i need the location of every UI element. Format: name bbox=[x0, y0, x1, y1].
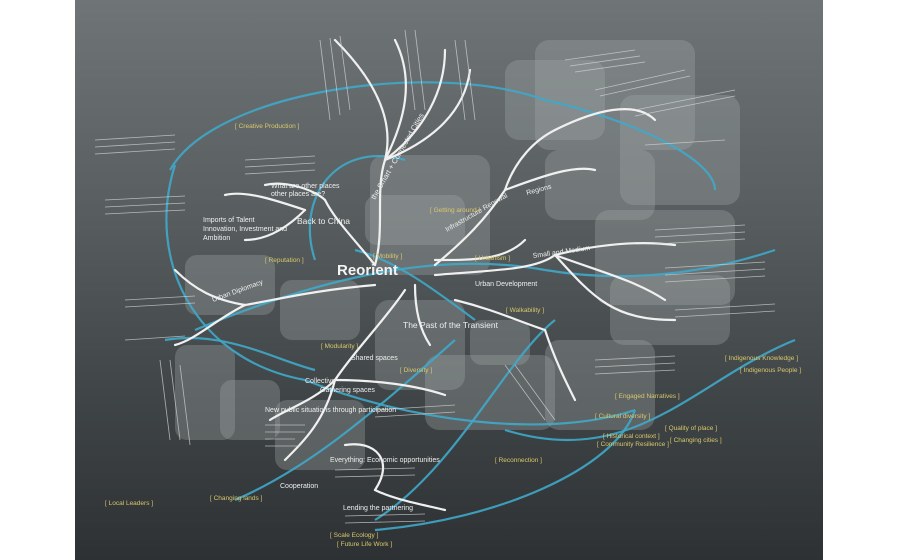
branch-label-china: Back to China bbox=[297, 216, 350, 226]
branch-label-gathering: Gathering spaces bbox=[320, 387, 375, 394]
tag-14: [ Scale Ecology ] bbox=[330, 532, 379, 539]
tag-6: [ Modularity ] bbox=[321, 343, 358, 350]
annotation-strokes bbox=[94, 29, 776, 524]
tag-3: [ Mobility ] bbox=[373, 253, 402, 260]
tag-1: [ Getting around ] bbox=[430, 207, 480, 214]
tag-2: [ Reputation ] bbox=[265, 257, 304, 264]
tag-13: [ Reconnection ] bbox=[495, 457, 542, 464]
branch-label-urban: Urban Development bbox=[475, 281, 537, 288]
tag-7: [ Indigenous Knowledge ] bbox=[725, 355, 798, 362]
branch-label-everyday: Everything: Economic opportunities bbox=[330, 457, 440, 464]
tag-10: [ Cultural diversity ] bbox=[595, 413, 650, 420]
tag-19: [ Quality of place ] bbox=[665, 425, 717, 432]
tag-16: [ Community Resilience ] bbox=[597, 441, 669, 448]
tag-17: [ Local Leaders ] bbox=[105, 500, 153, 507]
tag-15: [ Future Life Work ] bbox=[337, 541, 392, 548]
branch-lines bbox=[173, 38, 677, 512]
branch-label-fast: The Past of the Transient bbox=[403, 320, 499, 330]
tag-8: [ Diversity ] bbox=[400, 367, 432, 374]
branch-label-shared: Shared spaces bbox=[351, 355, 398, 362]
branch-label-other-2: other places are? bbox=[271, 191, 325, 198]
mind-map-svg: Reorient Back to China the Smart + Conne… bbox=[94, 29, 801, 548]
tag-18: [ Indigenous People ] bbox=[740, 367, 801, 374]
central-topic: Reorient bbox=[337, 262, 398, 279]
branch-label-other-1: What are other places bbox=[271, 183, 340, 190]
branch-label-imports-3: Ambition bbox=[203, 235, 230, 242]
branch-label-collective: Collective bbox=[305, 378, 335, 385]
tag-9: [ Engaged Narratives ] bbox=[615, 393, 680, 400]
tag-11: [ Historical context ] bbox=[603, 433, 660, 440]
tag-0: [ Creative Production ] bbox=[235, 123, 300, 130]
branch-label-lending: Lending the partnering bbox=[343, 505, 413, 512]
mind-map-canvas: Reorient Back to China the Smart + Conne… bbox=[75, 0, 823, 560]
branch-label-imports-1: Imports of Talent bbox=[203, 217, 255, 224]
tag-5: [ Walkability ] bbox=[506, 307, 544, 314]
branch-label-new: New public situations through participat… bbox=[265, 407, 396, 414]
tag-20: [ Changing cities ] bbox=[670, 437, 722, 444]
tag-4: [ Urbanism ] bbox=[475, 255, 510, 262]
branch-label-cooperation: Cooperation bbox=[280, 483, 318, 490]
connector-lines bbox=[164, 81, 796, 532]
overlay-boxes bbox=[175, 40, 740, 470]
branch-label-imports-2: Innovation, Investment and bbox=[203, 226, 287, 233]
tag-labels: [ Creative Production ] [ Getting around… bbox=[105, 123, 801, 548]
tag-12: [ Changing lands ] bbox=[210, 495, 263, 502]
